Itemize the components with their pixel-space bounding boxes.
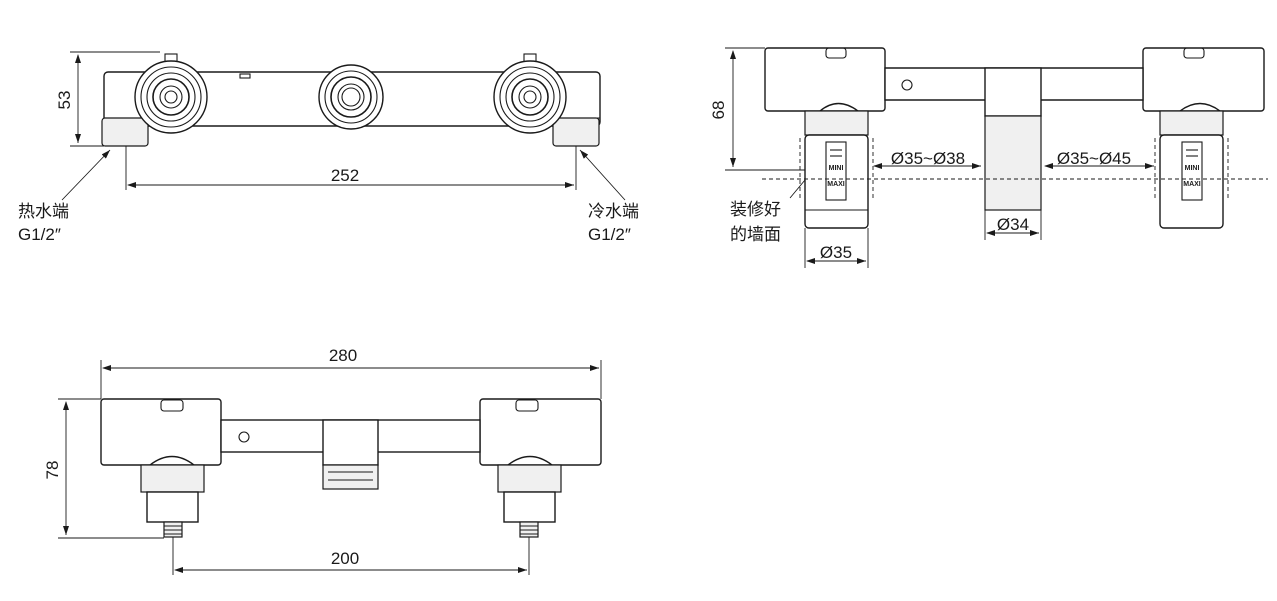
side-view-left-port (804, 110, 869, 136)
side-view-right-range-dim: Ø35~Ø45 (1057, 149, 1131, 168)
front-view-width-dim: 280 (329, 346, 357, 365)
hot-water-label: 热水端 (18, 202, 69, 222)
side-view-maxi-left: MAXI (827, 181, 845, 188)
top-view-hot-valve (134, 60, 208, 134)
front-view-left-port (140, 464, 205, 493)
front-view: 280 78 200 (43, 346, 602, 575)
side-view-left-scale: MINI MAXI (825, 141, 847, 201)
side-view-mini-left: MINI (829, 165, 844, 172)
cold-water-label: 冷水端 (588, 202, 639, 222)
side-view-right-port (1159, 110, 1224, 136)
front-view-height-dim: 78 (43, 461, 62, 480)
finished-wall-label-line2: 的墙面 (730, 225, 781, 245)
side-view-mini-right: MINI (1185, 165, 1200, 172)
side-view: MINI MAXI MINI MAXI 68 Ø35~Ø38 Ø35~Ø45 (709, 47, 1268, 268)
top-view-width-dim: 252 (331, 166, 359, 185)
side-view-left-range-dim: Ø35~Ø38 (891, 149, 965, 168)
finished-wall-label-line1: 装修好 (730, 200, 781, 220)
top-view-center-outlet (318, 64, 384, 130)
top-view-cold-valve (493, 60, 567, 134)
side-view-height-dim: 68 (709, 101, 728, 120)
top-view-height-dim: 53 (55, 91, 74, 110)
side-view-port-dim: Ø35 (820, 243, 852, 262)
top-view: 53 252 热水端 G1/2″ 冷水端 G1/2″ (18, 51, 639, 244)
top-view-cold-outlet (552, 117, 600, 147)
side-view-maxi-right: MAXI (1183, 181, 1201, 188)
front-view-center-outlet (322, 464, 379, 490)
side-view-center-sleeve (984, 115, 1042, 211)
side-view-center-dim: Ø34 (997, 215, 1029, 234)
top-view-hot-outlet (101, 117, 149, 147)
front-view-right-port (497, 464, 562, 493)
hot-thread-label: G1/2″ (18, 225, 61, 244)
side-view-right-scale: MINI MAXI (1181, 141, 1203, 201)
side-view-left-block (764, 47, 886, 112)
front-view-spacing-dim: 200 (331, 549, 359, 568)
cold-thread-label: G1/2″ (588, 225, 631, 244)
front-view-right-block (479, 398, 602, 466)
